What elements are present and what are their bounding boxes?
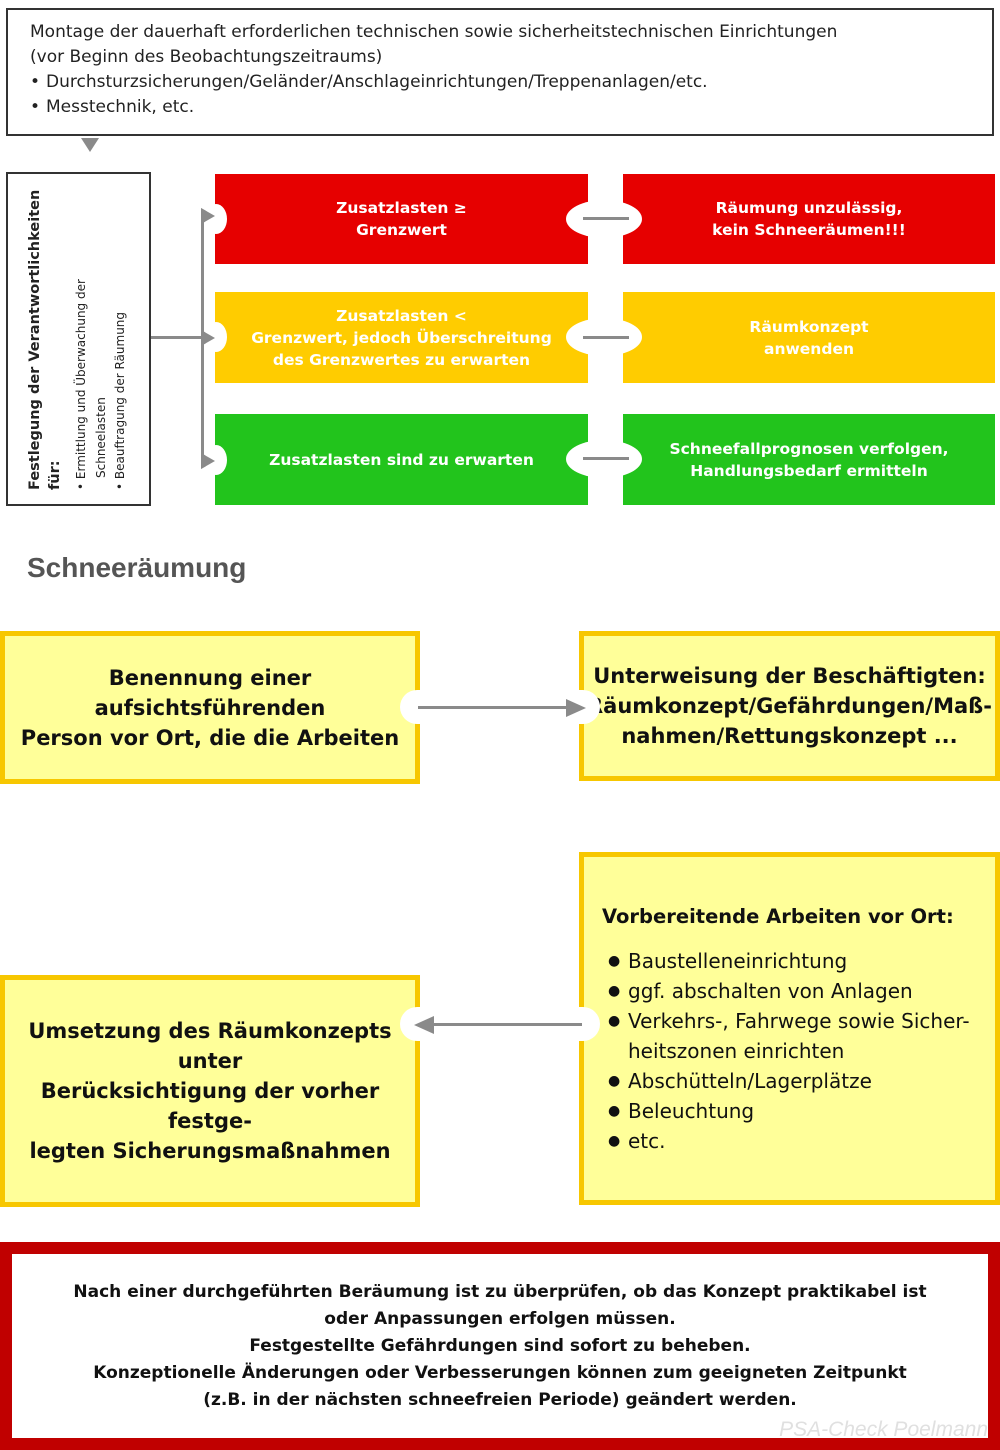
- installation-line-1: Montage der dauerhaft erforderlichen tec…: [30, 22, 838, 42]
- instruction-text: Unterweisung der Beschäftigten: Räumkonz…: [587, 664, 992, 748]
- arrow-right-icon: [201, 453, 215, 469]
- responsibility-bullet-monitoring-cont: Schneelasten: [94, 397, 108, 478]
- connector-dash: [583, 217, 629, 220]
- preparation-list: Baustelleneinrichtung ggf. abschalten vo…: [584, 946, 970, 1156]
- preparation-item: Abschütteln/Lagerplätze: [608, 1066, 970, 1096]
- arrow-right-icon: [201, 208, 215, 224]
- connector-dash: [583, 457, 629, 460]
- arrow-right-icon: [201, 330, 215, 346]
- installation-box: Montage der dauerhaft erforderlichen tec…: [6, 8, 994, 136]
- review-box: Nach einer durchgeführten Beräumung ist …: [0, 1242, 1000, 1450]
- review-text: Nach einer durchgeführten Beräumung ist …: [73, 1281, 927, 1410]
- arrow-right-icon: [566, 699, 586, 717]
- responsibility-for-label: für:: [47, 460, 63, 490]
- connector-line: [418, 706, 568, 709]
- arrow-left-icon: [414, 1016, 434, 1034]
- action-red: Räumung unzulässig, kein Schneeräumen!!!: [623, 174, 995, 264]
- connector-line: [151, 336, 203, 339]
- supervisor-text: Benennung einer aufsichtsführenden Perso…: [20, 665, 400, 750]
- installation-item: Durchsturzsicherungen/Geländer/Anschlage…: [30, 70, 992, 95]
- installation-item: Messtechnik, etc.: [30, 95, 992, 120]
- preparation-item: Verkehrs-, Fahrwege sowie Sicher- heitsz…: [608, 1006, 970, 1066]
- installation-list: Durchsturzsicherungen/Geländer/Anschlage…: [30, 70, 992, 120]
- action-amber-text: Räumkonzept anwenden: [749, 317, 869, 358]
- preparation-item: etc.: [608, 1126, 970, 1156]
- instruction-box: Unterweisung der Beschäftigten: Räumkonz…: [579, 631, 1000, 781]
- implementation-text: Umsetzung des Räumkonzepts unter Berücks…: [28, 1019, 392, 1163]
- responsibility-title: Festlegung der Verantwortlichkeiten: [27, 189, 43, 490]
- condition-green: Zusatzlasten sind zu erwarten: [215, 414, 588, 505]
- connector-dash: [583, 336, 629, 339]
- action-red-text: Räumung unzulässig, kein Schneeräumen!!!: [712, 199, 906, 239]
- condition-green-text: Zusatzlasten sind zu erwarten: [269, 450, 534, 469]
- watermark: PSA-Check Poelmann: [779, 1418, 988, 1441]
- preparation-box: Vorbereitende Arbeiten vor Ort: Baustell…: [579, 852, 1000, 1205]
- condition-red: Zusatzlasten ≥ Grenzwert: [215, 174, 588, 264]
- section-title: Schneeräumung: [27, 552, 247, 583]
- action-green-text: Schneefallprognosen verfolgen, Handlungs…: [669, 439, 949, 480]
- responsibility-bullet-clearing: • Beauftragung der Räumung: [113, 311, 127, 490]
- down-arrow-icon: [81, 138, 99, 152]
- implementation-box: Umsetzung des Räumkonzepts unter Berücks…: [0, 975, 420, 1207]
- action-amber: Räumkonzept anwenden: [623, 292, 995, 383]
- preparation-item: Baustelleneinrichtung: [608, 946, 970, 976]
- responsibility-bullet-monitoring: • Ermittlung und Überwachung der: [74, 279, 88, 490]
- responsibility-box: [6, 172, 151, 506]
- connector-line: [432, 1023, 582, 1026]
- condition-amber: Zusatzlasten < Grenzwert, jedoch Übersch…: [215, 292, 588, 383]
- preparation-title: Vorbereitende Arbeiten vor Ort:: [602, 904, 954, 928]
- installation-line-2: (vor Beginn des Beobachtungszeitraums): [30, 47, 383, 67]
- preparation-item: Beleuchtung: [608, 1096, 970, 1126]
- condition-amber-text: Zusatzlasten < Grenzwert, jedoch Übersch…: [251, 306, 552, 369]
- condition-red-text: Zusatzlasten ≥ Grenzwert: [336, 199, 467, 239]
- action-green: Schneefallprognosen verfolgen, Handlungs…: [623, 414, 995, 505]
- preparation-item: ggf. abschalten von Anlagen: [608, 976, 970, 1006]
- supervisor-box: Benennung einer aufsichtsführenden Perso…: [0, 631, 420, 784]
